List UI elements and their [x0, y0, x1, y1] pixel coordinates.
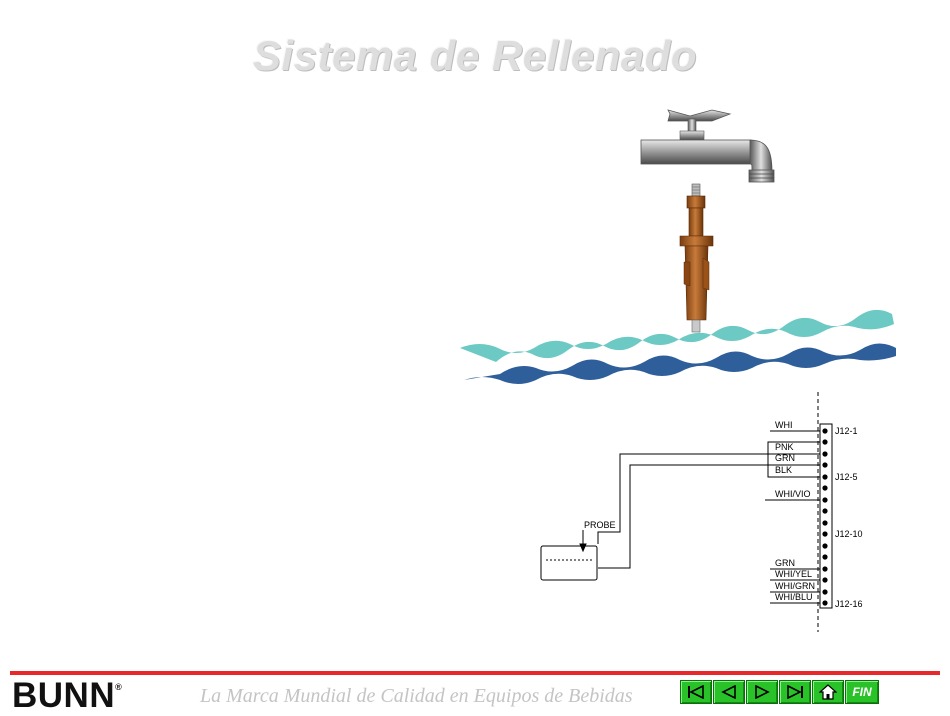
wire-label-whi-blu: WHI/BLU — [775, 592, 813, 602]
previous-slide-button[interactable] — [713, 680, 745, 704]
navigation-bar: FIN — [680, 680, 880, 704]
tank-outline — [541, 546, 597, 580]
water-waves — [460, 310, 896, 384]
wire-label-whi-yel: WHI/YEL — [775, 569, 812, 579]
skip-last-icon — [786, 685, 804, 699]
skip-first-icon — [687, 685, 705, 699]
pin-label-j12-1: J12-1 — [835, 426, 858, 436]
wire-label-whi-vio: WHI/VIO — [775, 489, 811, 499]
brand-tagline: La Marca Mundial de Calidad en Equipos d… — [200, 685, 633, 708]
wire-label-pnk: PNK — [775, 442, 794, 452]
wire-label-blk: BLK — [775, 465, 792, 475]
next-slide-button[interactable] — [746, 680, 778, 704]
end-show-button[interactable]: FIN — [845, 680, 879, 704]
probe-icon — [680, 184, 713, 332]
pin-label-j12-5: J12-5 — [835, 472, 858, 482]
wire-label-grn-2: GRN — [775, 558, 795, 568]
brand-logo: BUNN® — [12, 676, 122, 716]
home-button[interactable] — [812, 680, 844, 704]
faucet-icon — [641, 110, 774, 182]
refill-system-diagram: WHI PNK GRN BLK WHI/VIO PROBE GRN WHI/YE… — [0, 0, 950, 670]
arrow-left-icon — [720, 685, 738, 699]
arrow-right-icon — [753, 685, 771, 699]
pin-label-j12-16: J12-16 — [835, 599, 863, 609]
last-slide-button[interactable] — [779, 680, 811, 704]
home-icon — [819, 684, 837, 700]
wire-label-whi-grn: WHI/GRN — [775, 581, 815, 591]
pin-label-j12-10: J12-10 — [835, 529, 863, 539]
wire-label-whi: WHI — [775, 420, 793, 430]
first-slide-button[interactable] — [680, 680, 712, 704]
wire-label-grn: GRN — [775, 453, 795, 463]
footer-divider — [10, 671, 940, 675]
probe-label: PROBE — [584, 520, 616, 530]
